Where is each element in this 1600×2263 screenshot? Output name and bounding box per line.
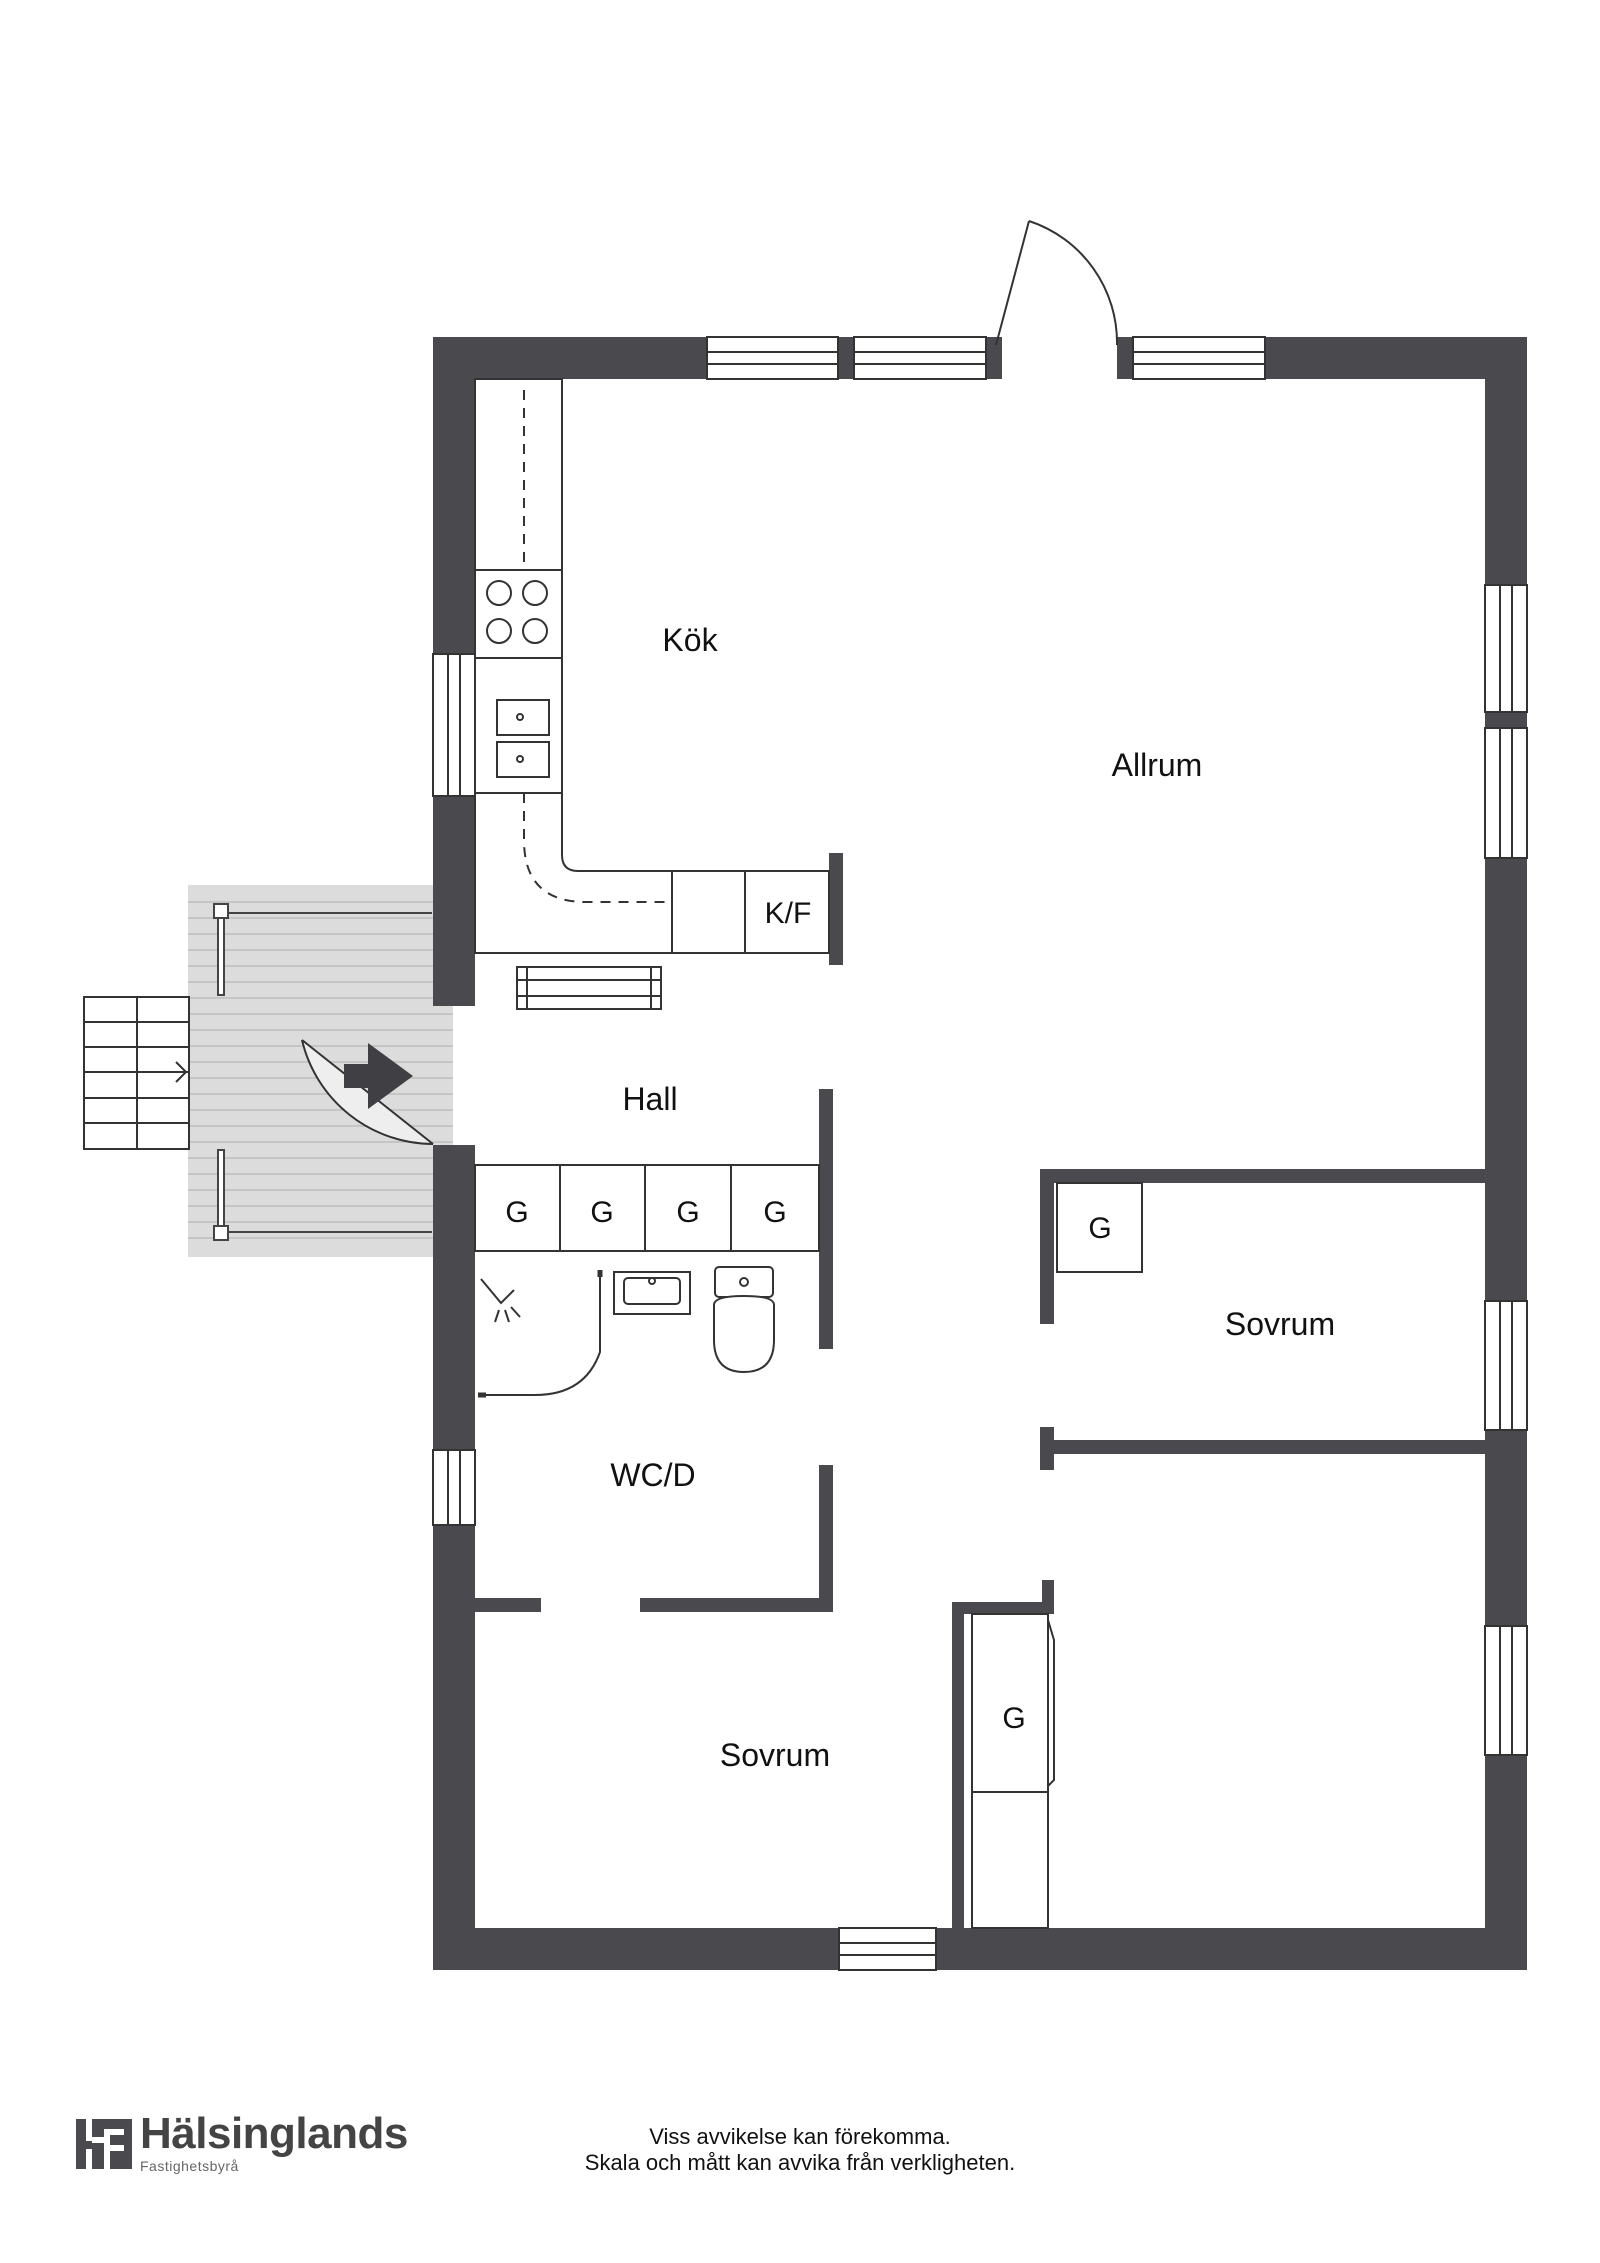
wardrobe-label: G — [590, 1196, 613, 1229]
terrace — [188, 885, 453, 1257]
kitchen-sink-icon — [496, 699, 550, 778]
room-label-hall: Hall — [622, 1081, 677, 1117]
windows — [432, 336, 1528, 1971]
entrance-stairs — [83, 996, 190, 1150]
floor-plan: Kök Allrum Hall WC/D Sovrum Sovrum K/F G… — [83, 220, 1528, 1971]
room-label-wc: WC/D — [610, 1457, 695, 1493]
doors — [301, 220, 1119, 1145]
kitchen-counters — [474, 378, 830, 954]
entrance-arrow-icon — [344, 1043, 413, 1109]
room-label-bedroom-bottom: Sovrum — [720, 1737, 830, 1773]
hall-wardrobes — [474, 1164, 820, 1252]
stove-icon — [486, 580, 548, 644]
disclaimer: Viss avvikelse kan förekomma. Skala och … — [500, 2124, 1100, 2176]
bench-icon — [516, 966, 662, 1010]
closet-bottom — [971, 1613, 1055, 1929]
fridge-freezer-label: K/F — [765, 897, 812, 930]
room-label-living: Allrum — [1112, 747, 1203, 783]
brand-logo: Hälsinglands Fastighetsbyrå — [76, 2112, 408, 2174]
room-label-kitchen: Kök — [662, 622, 718, 658]
brand-logo-icon — [76, 2119, 132, 2169]
brand-subtitle: Fastighetsbyrå — [140, 2158, 239, 2174]
wardrobe-label: G — [1002, 1702, 1025, 1735]
wardrobe-label: G — [676, 1196, 699, 1229]
walls — [433, 337, 1527, 1970]
footer: Hälsinglands Fastighetsbyrå Viss avvikel… — [0, 2090, 1600, 2210]
brand-name: Hälsinglands — [140, 2109, 408, 2158]
wardrobe-bedroom-right — [1056, 1182, 1143, 1273]
disclaimer-line-2: Skala och mått kan avvika från verklighe… — [584, 2150, 1016, 2175]
wardrobe-label: G — [505, 1196, 528, 1229]
wardrobe-label: G — [763, 1196, 786, 1229]
disclaimer-line-1: Viss avvikelse kan förekomma. — [649, 2124, 951, 2149]
wc-fixtures — [478, 1266, 775, 1398]
wardrobe-label: G — [1088, 1212, 1111, 1245]
room-label-bedroom-right: Sovrum — [1225, 1306, 1335, 1342]
